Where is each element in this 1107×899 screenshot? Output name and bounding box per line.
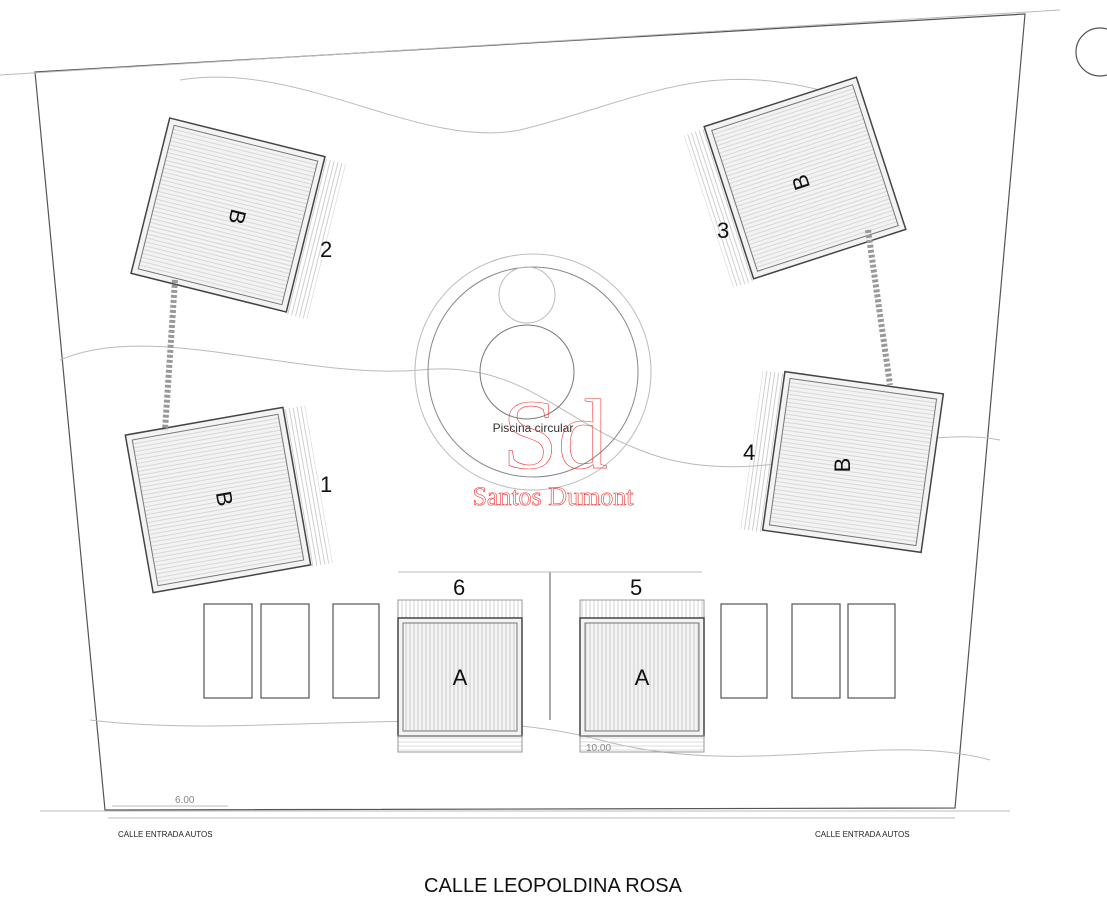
street-name: CALLE LEOPOLDINA ROSA	[424, 875, 683, 897]
unit-type-label: A	[635, 665, 650, 690]
unit-number-5: 5	[630, 575, 642, 600]
north-arrow-icon	[1075, 27, 1107, 77]
circular-pool	[414, 253, 652, 491]
unit-number-2: 2	[320, 237, 332, 262]
walkway-right	[865, 229, 893, 386]
dimension-label-left: 6.00	[175, 795, 195, 806]
unit-type-label: B	[223, 207, 251, 227]
pool-label: Piscina circular	[493, 421, 574, 435]
house-unit-5	[579, 599, 705, 753]
house-unit-3	[683, 76, 907, 288]
entrance-label-left: CALLE ENTRADA AUTOS	[118, 830, 213, 839]
house-unit-1	[124, 405, 333, 594]
unit-number-1: 1	[320, 472, 332, 497]
entrance-label-right: CALLE ENTRADA AUTOS	[815, 830, 910, 839]
unit-number-3: 3	[717, 218, 729, 243]
unit-type-label: A	[453, 665, 468, 690]
contour-line	[179, 76, 821, 134]
top-setback-line	[0, 9, 1061, 76]
house-unit-2	[130, 117, 346, 320]
contour-line	[89, 719, 991, 761]
unit-type-label: B	[211, 489, 238, 508]
walkway-left	[162, 279, 178, 431]
parking-spaces-right	[720, 603, 896, 699]
house-unit-4	[740, 370, 945, 554]
lot-boundary	[34, 13, 1026, 811]
parking-spaces-left	[203, 603, 380, 699]
dimension-label-unit-a: 10.00	[586, 743, 611, 754]
watermark-monogram: Sd	[502, 379, 608, 490]
watermark-name: Santos Dumont	[472, 482, 634, 511]
unit-type-label: B	[830, 458, 855, 473]
unit-number-6: 6	[453, 575, 465, 600]
house-unit-6	[397, 599, 523, 753]
unit-number-4: 4	[743, 440, 755, 465]
